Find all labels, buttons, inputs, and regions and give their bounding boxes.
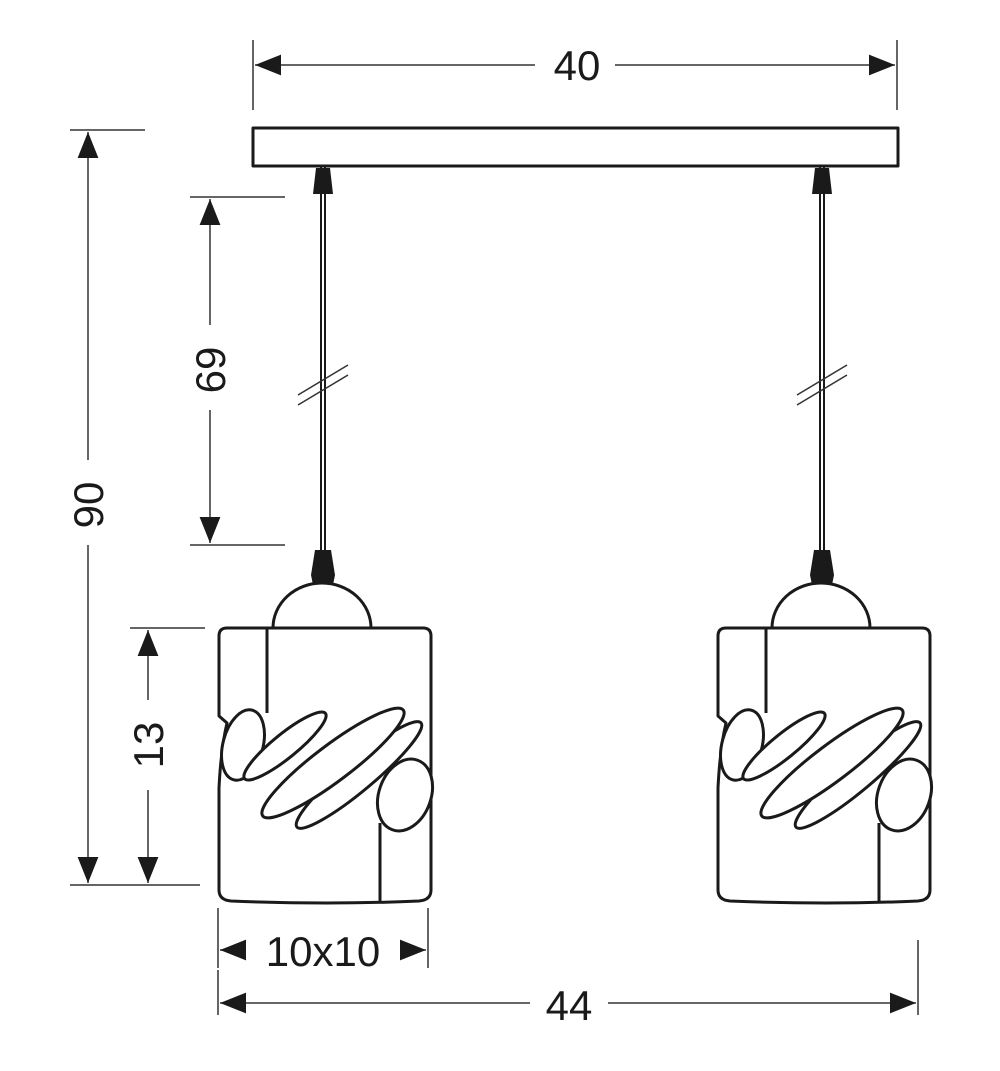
label-total-height: 90	[65, 482, 112, 529]
pendant-left	[271, 164, 373, 630]
dimension-shade-base: 10x10	[217, 908, 429, 975]
dimension-total-width: 44	[217, 940, 919, 1029]
label-total-width: 44	[546, 982, 593, 1029]
dimension-cable-length: 69	[187, 196, 285, 546]
dimension-canopy-width: 40	[252, 40, 898, 110]
label-shade-height: 13	[125, 722, 172, 769]
label-shade-base: 10x10	[266, 928, 380, 975]
shade-right	[711, 626, 943, 905]
dimension-shade-height: 13	[125, 627, 205, 883]
label-cable-length: 69	[187, 347, 234, 394]
label-canopy-width: 40	[554, 42, 601, 89]
pendant-right	[770, 164, 872, 630]
dimension-total-height: 90	[65, 129, 200, 886]
canopy	[251, 126, 900, 168]
shade-left	[212, 626, 444, 905]
